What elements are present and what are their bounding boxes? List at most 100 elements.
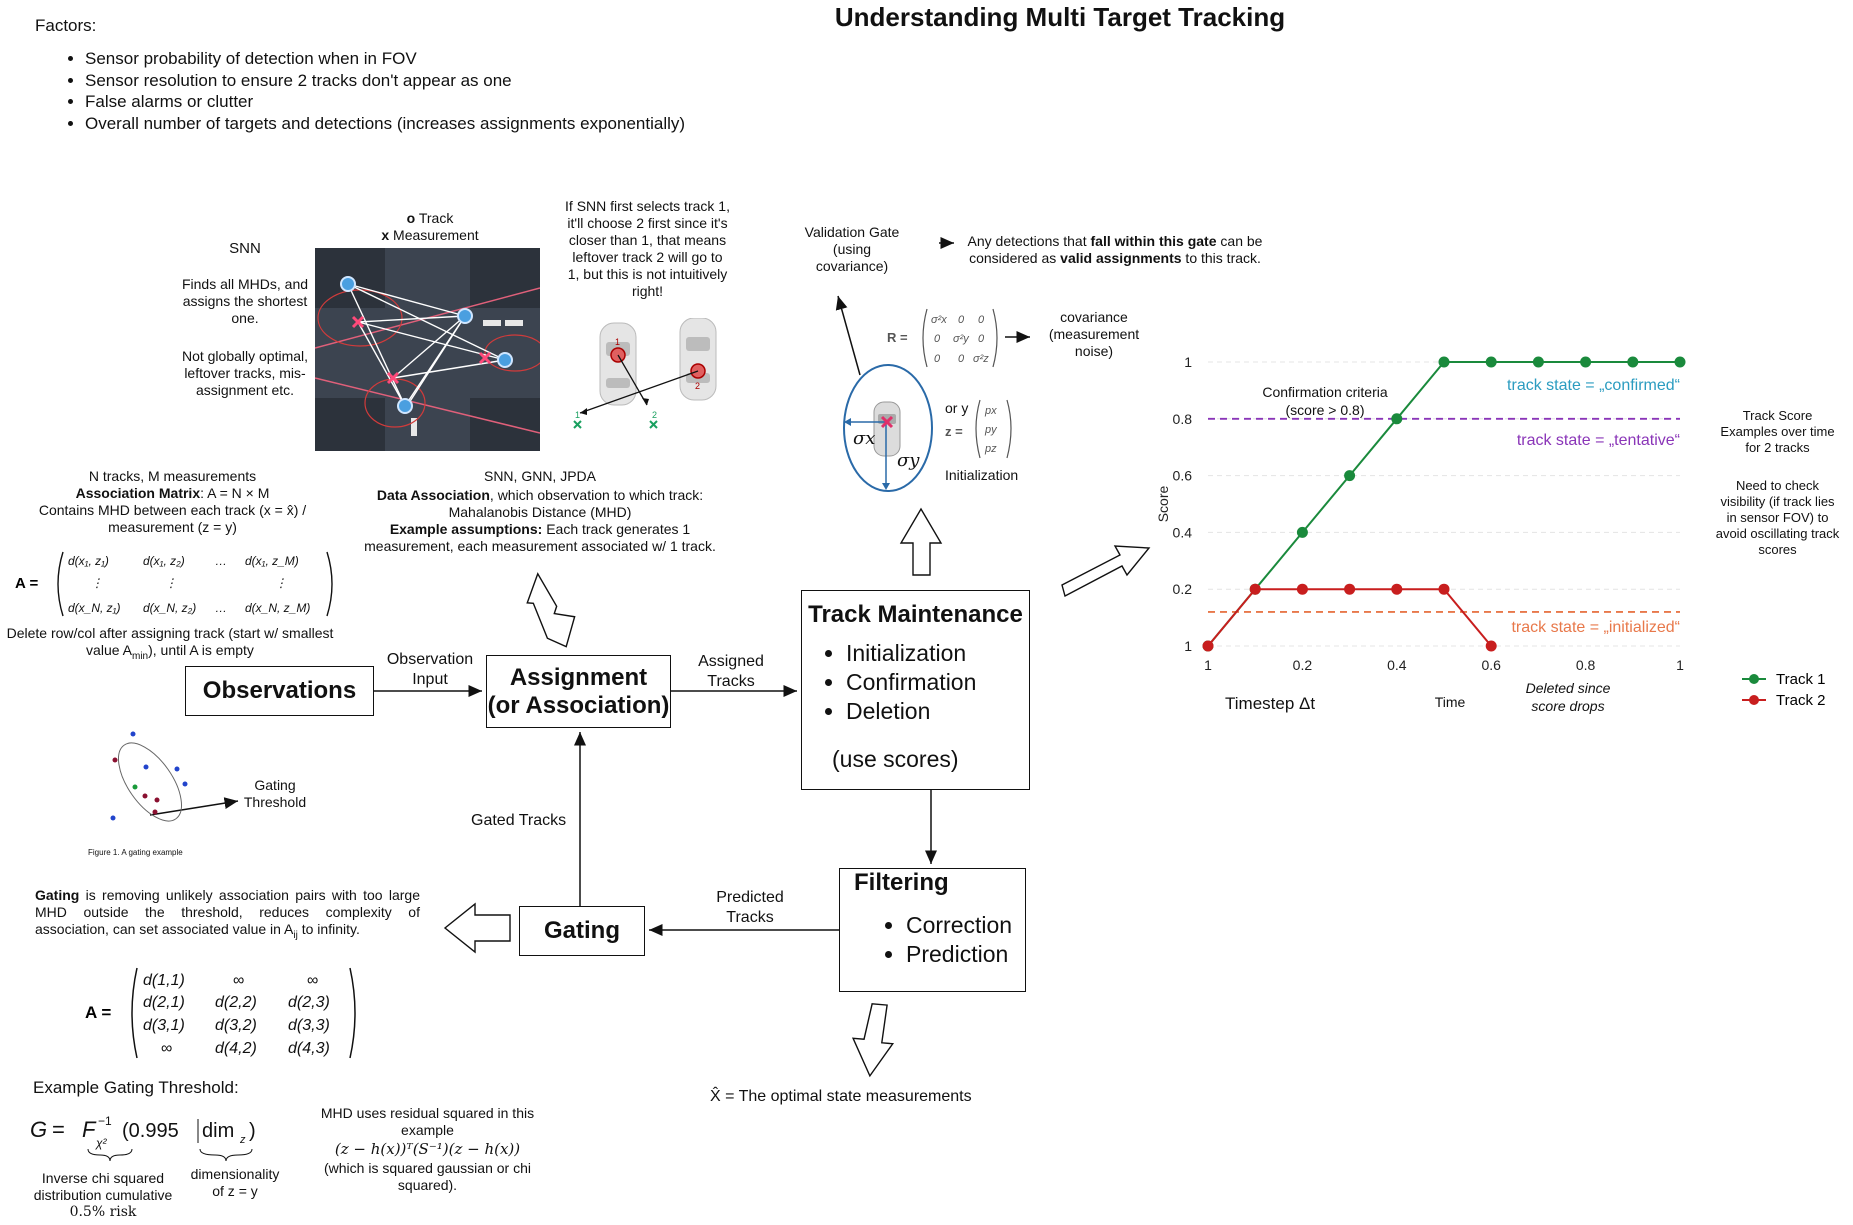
svg-text:d(x₁, z₁): d(x₁, z₁) bbox=[68, 554, 109, 568]
svg-text:G: G bbox=[30, 1117, 47, 1142]
delete-note-1: Delete row/col after assigning track (st… bbox=[6, 625, 334, 641]
of-z-text: of z = y bbox=[212, 1183, 258, 1199]
gating-example-figure bbox=[110, 731, 188, 822]
svg-text:d(1,1): d(1,1) bbox=[143, 972, 185, 989]
page-title: Understanding Multi Target Tracking bbox=[834, 2, 1286, 32]
legend-label: Track 2 bbox=[1776, 692, 1825, 709]
observations-label: Observations bbox=[202, 677, 357, 704]
mhd-label: Mahalanobis Distance (MHD) bbox=[448, 504, 632, 520]
maintenance-item: Confirmation bbox=[846, 668, 1029, 697]
assignment-box[interactable]: Assignment (or Association) bbox=[486, 655, 671, 728]
data-point bbox=[1532, 356, 1544, 368]
svg-text:d(x₁, z_M): d(x₁, z_M) bbox=[245, 554, 299, 568]
or-y-label: or y bbox=[945, 400, 969, 416]
x-axis-note: Time bbox=[1435, 694, 1466, 710]
filtering-box[interactable]: Filtering Correction Prediction bbox=[839, 868, 1026, 992]
svg-text:d(3,3): d(3,3) bbox=[288, 1017, 330, 1034]
x-tick-label: 1 bbox=[1676, 657, 1684, 673]
y-axis-label: Score bbox=[1155, 486, 1171, 523]
dimensionality-label: dimensionality of z = y bbox=[180, 1166, 290, 1200]
observations-box[interactable]: Observations bbox=[185, 666, 374, 716]
valid-assignments-text: Any detections that fall within this gat… bbox=[955, 233, 1275, 267]
svg-text:…: … bbox=[215, 554, 227, 568]
x-tick-label: 0.6 bbox=[1481, 657, 1501, 673]
assumptions-text-2: measurement, each measurement associated… bbox=[364, 538, 716, 554]
data-point bbox=[1296, 526, 1308, 538]
inverse-chi-label: Inverse chi squared distribution cumulat… bbox=[18, 1170, 188, 1221]
svg-text:d(2,2): d(2,2) bbox=[215, 994, 257, 1011]
data-point bbox=[1674, 356, 1686, 368]
x-tick-label: 0.2 bbox=[1293, 657, 1313, 673]
legend-marker bbox=[1749, 695, 1759, 705]
assumptions-text: Each track generates 1 bbox=[542, 521, 691, 537]
gating-figure-caption: Figure 1. A gating example bbox=[88, 848, 183, 857]
svg-text:d(2,3): d(2,3) bbox=[288, 994, 330, 1011]
factors-heading: Factors: bbox=[35, 16, 97, 35]
svg-text:σ²x: σ²x bbox=[931, 314, 947, 326]
svg-text:⋮: ⋮ bbox=[275, 576, 287, 590]
maintenance-item: Initialization bbox=[846, 639, 1029, 668]
svg-text:z: z bbox=[239, 1134, 246, 1146]
delete-note-3: ), until A is empty bbox=[148, 642, 254, 658]
association-matrix: A = d(x₁, z₁) d(x₁, z₂) … d(x₁, z_M) ⋮ ⋮… bbox=[15, 551, 333, 617]
predicted-1: Predicted bbox=[716, 889, 784, 906]
predicted-tracks-label: Predicted Tracks bbox=[700, 888, 800, 928]
svg-text:1: 1 bbox=[615, 337, 620, 347]
delete-note-2: value A bbox=[86, 642, 132, 658]
track-maintenance-list: Initialization Confirmation Deletion bbox=[802, 639, 1029, 726]
svg-text:A =: A = bbox=[15, 575, 38, 592]
snn-map-figure bbox=[315, 248, 540, 451]
maintenance-item: Deletion bbox=[846, 697, 1029, 726]
data-point bbox=[1438, 356, 1450, 368]
svg-text:d(2,1): d(2,1) bbox=[143, 994, 185, 1011]
svg-text:…: … bbox=[215, 601, 227, 615]
y-tick-label: 0.4 bbox=[1173, 524, 1193, 540]
filtering-item: Correction bbox=[906, 911, 1025, 940]
y-tick-label: 0.6 bbox=[1173, 468, 1193, 484]
track-score-note: Track Score Examples over time for 2 tra… bbox=[1720, 408, 1835, 455]
association-matrix-description: N tracks, M measurements Association Mat… bbox=[0, 468, 345, 536]
svg-text:∞: ∞ bbox=[233, 972, 244, 989]
threshold-label: track state = „tentative“ bbox=[1517, 432, 1680, 449]
sigma-x-label: σx bbox=[853, 428, 876, 449]
factor-item: Sensor probability of detection when in … bbox=[85, 48, 795, 70]
data-point bbox=[1344, 470, 1356, 482]
gated-tracks-label: Gated Tracks bbox=[471, 812, 567, 829]
svg-text:1: 1 bbox=[575, 410, 580, 420]
snn-legend: o Track x Measurement bbox=[350, 210, 510, 244]
snn-note: If SNN first selects track 1, it'll choo… bbox=[565, 198, 730, 299]
svg-text:2: 2 bbox=[652, 410, 657, 420]
svg-text:σ²y: σ²y bbox=[953, 333, 970, 345]
svg-text:⋮: ⋮ bbox=[165, 576, 177, 590]
filtering-list: Correction Prediction bbox=[840, 911, 1025, 969]
gated-matrix: A = d(1,1)∞∞ d(2,1)d(2,2)d(2,3) d(3,1)d(… bbox=[85, 967, 356, 1059]
assigned-1: Assigned bbox=[698, 653, 764, 670]
svg-text:(0.995: (0.995 bbox=[122, 1120, 179, 1142]
data-point bbox=[1438, 583, 1450, 595]
y-tick-label: 1 bbox=[1184, 354, 1192, 370]
y-tick-label: 1 bbox=[1184, 638, 1192, 654]
track-maintenance-box[interactable]: Track Maintenance Initialization Confirm… bbox=[801, 590, 1030, 790]
gating-box[interactable]: Gating bbox=[519, 906, 645, 956]
mhd-note-2: (which is squared gaussian or chi square… bbox=[324, 1160, 531, 1193]
svg-text:0: 0 bbox=[978, 314, 985, 326]
data-point bbox=[1202, 640, 1214, 652]
dimensionality-text: dimensionality bbox=[190, 1166, 280, 1182]
valid-bold-1: fall within this gate bbox=[1090, 233, 1217, 249]
filtering-title: Filtering bbox=[854, 869, 949, 896]
svg-text:d(4,2): d(4,2) bbox=[215, 1040, 257, 1057]
valid-pre: Any detections that bbox=[967, 233, 1091, 249]
visibility-note: Need to check visibility (if track lies … bbox=[1715, 478, 1840, 557]
tracks-measurements: N tracks, M measurements bbox=[88, 468, 257, 484]
svg-text:∞: ∞ bbox=[161, 1040, 172, 1057]
svg-text:d(x_N, z_M): d(x_N, z_M) bbox=[245, 601, 310, 615]
data-point bbox=[1627, 356, 1639, 368]
svg-text:0: 0 bbox=[978, 333, 985, 345]
svg-text:F: F bbox=[82, 1117, 97, 1142]
inverse-chi-text: Inverse chi squared distribution cumulat… bbox=[33, 1170, 173, 1203]
svg-text:py: py bbox=[984, 424, 998, 436]
